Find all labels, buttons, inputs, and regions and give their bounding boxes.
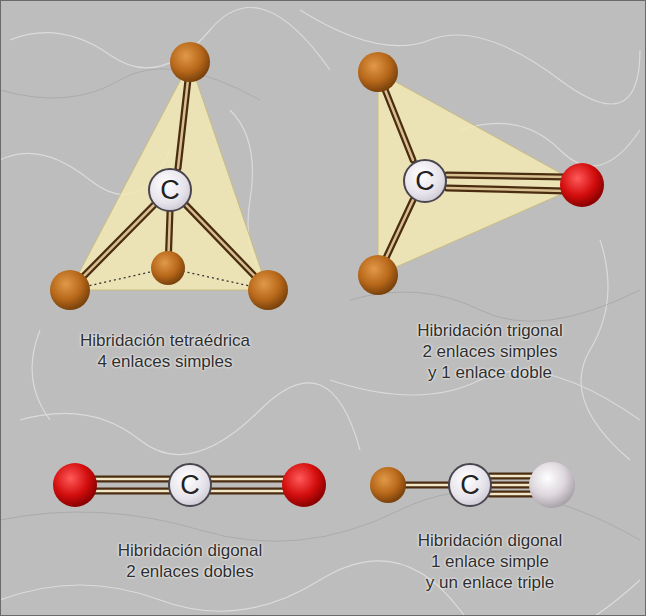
- carbon-atom: C: [448, 463, 492, 507]
- carbon-atom: C: [168, 463, 212, 507]
- caption-text: Hibridación trigonal 2 enlaces simples y…: [403, 320, 578, 383]
- atom-symbol: C: [180, 472, 200, 499]
- carbon-atom: C: [403, 159, 447, 203]
- atom-symbol: C: [160, 177, 180, 204]
- caption-text: Hibridación digonal 2 enlaces dobles: [100, 540, 280, 582]
- caption-text: Hibridación digonal 1 enlace simple y un…: [400, 530, 580, 593]
- carbon-atom: C: [148, 168, 192, 212]
- atom-symbol: C: [460, 472, 480, 499]
- caption-text: Hibridación tetraédrica 4 enlaces simple…: [65, 330, 265, 372]
- atom-symbol: C: [415, 168, 435, 195]
